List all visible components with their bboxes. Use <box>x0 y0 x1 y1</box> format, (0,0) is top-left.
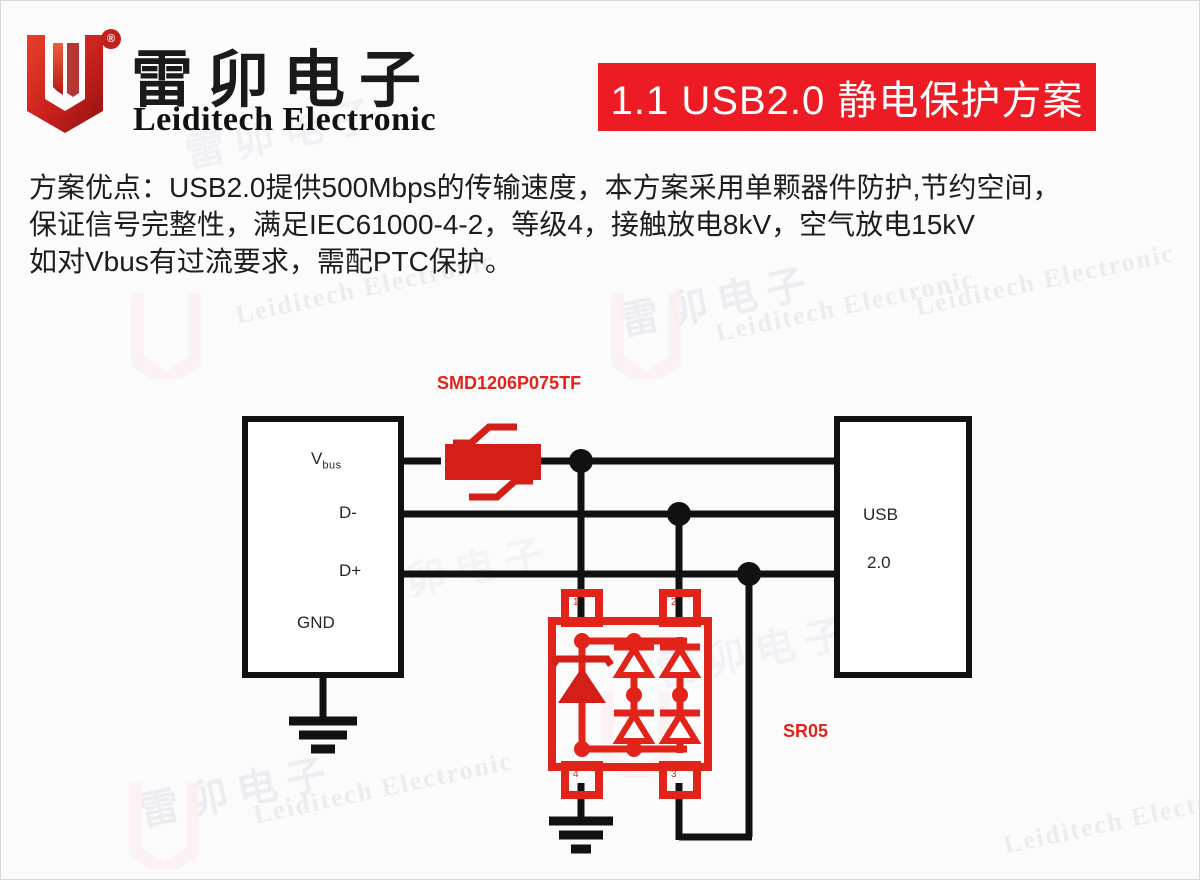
tvs-pin-pad-2 <box>659 589 701 627</box>
sr05-tvs-array-symbol <box>548 589 712 799</box>
tvs-node-d <box>672 687 688 703</box>
description-line-3: 如对Vbus有过流要求，需配PTC保护。 <box>29 246 513 277</box>
ground-symbol-tvs <box>549 816 613 854</box>
slide-header: ® 雷卯电子 Leiditech Electronic 1.1 USB2.0 静… <box>1 1 1199 151</box>
right-usb-block <box>834 416 972 678</box>
zener-bar-icon <box>550 655 614 667</box>
tvs-node-c <box>626 741 642 757</box>
schematic-svg <box>242 416 972 854</box>
tvs-node-b <box>626 687 642 703</box>
circuit-schematic: SMD1206P075TF SR05 Vbus D- D+ GND USB 2.… <box>1 331 1199 879</box>
slide-title-banner: 1.1 USB2.0 静电保护方案 <box>598 63 1096 131</box>
ptc-slash-bottom-icon <box>469 477 533 501</box>
tvs-zener-diode <box>550 655 614 703</box>
left-connector-block <box>242 416 404 678</box>
leiditech-shield-logo-icon <box>23 29 107 137</box>
logo-svg <box>27 35 103 133</box>
description-line-1: 方案优点：USB2.0提供500Mbps的传输速度，本方案采用单颗器件防护,节约… <box>29 172 1061 203</box>
registered-trademark-icon: ® <box>101 29 121 49</box>
junction-dot-dminus <box>667 502 691 526</box>
ground-symbol-left <box>289 716 357 754</box>
tvs-node-a <box>626 633 642 649</box>
ptc-fuse-symbol <box>445 444 541 480</box>
zener-triangle-icon <box>558 667 606 703</box>
tvs-steer-diode-1 <box>612 643 656 678</box>
tvs-node-e <box>574 633 590 649</box>
tvs-steer-diode-4 <box>658 709 702 744</box>
tvs-pin-pad-1 <box>561 589 603 627</box>
tvs-pin-pad-3 <box>659 761 701 799</box>
description-paragraph: 方案优点：USB2.0提供500Mbps的传输速度，本方案采用单颗器件防护,节约… <box>29 169 1169 280</box>
tvs-node-f <box>574 741 590 757</box>
tvs-package-outline <box>548 617 712 771</box>
ptc-slash-top-icon <box>453 423 517 447</box>
tvs-steer-diode-2 <box>658 643 702 678</box>
tvs-steer-diode-3 <box>612 709 656 744</box>
page-title: 1.1 USB2.0 静电保护方案 <box>610 79 1084 123</box>
junction-dot-dplus <box>737 562 761 586</box>
junction-dot-vbus <box>569 449 593 473</box>
brand-name-english: Leiditech Electronic <box>133 101 437 138</box>
brand-name-chinese: 雷卯电子 <box>131 47 436 115</box>
description-line-2: 保证信号完整性，满足IEC61000-4-2，等级4，接触放电8kV，空气放电1… <box>29 209 975 240</box>
tvs-pin-pad-4 <box>561 761 603 799</box>
